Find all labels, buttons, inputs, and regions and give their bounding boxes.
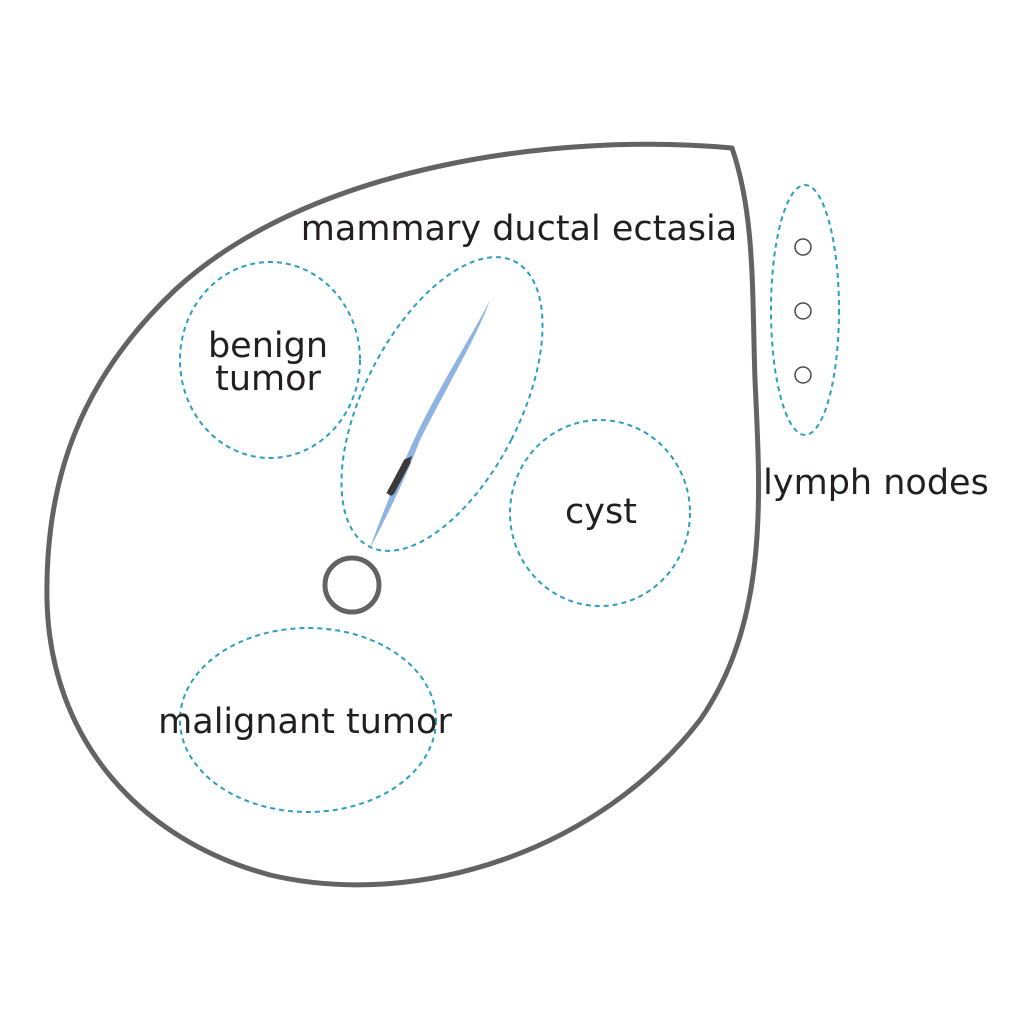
lymph-nodes-region [770,184,840,436]
ductal-ectasia-region [340,256,544,552]
cyst-region [509,419,691,607]
label-benign-line1: benign [208,326,328,366]
lymph-node-icon [794,238,812,256]
nipple-icon [322,555,382,615]
lymph-node-icon [794,366,812,384]
duct-blockage-thick [387,458,411,496]
benign-tumor-region [179,261,361,459]
breast-outline [44,141,762,888]
label-malignant-tumor: malignant tumor [158,702,452,742]
label-cyst: cyst [565,492,637,532]
label-lymph-nodes: lymph nodes [763,463,989,503]
label-ductal-ectasia: mammary ductal ectasia [301,209,737,249]
lymph-node-icon [794,302,812,320]
duct-shape [370,300,490,548]
label-benign-line2: tumor [215,359,321,399]
malignant-tumor-region [179,627,437,813]
